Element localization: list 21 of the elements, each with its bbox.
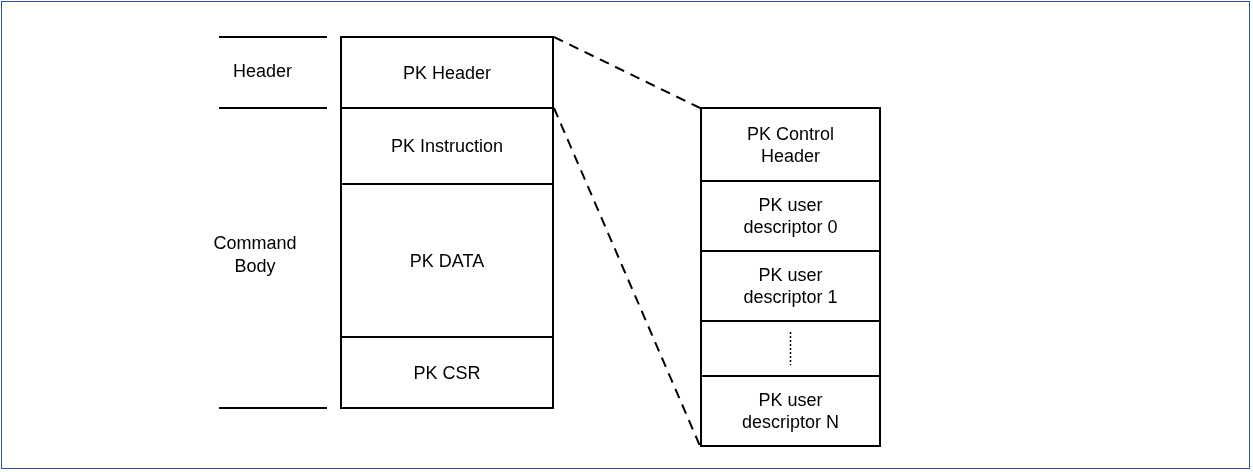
memory-field (700, 375, 881, 447)
memory-field (700, 180, 881, 252)
field-label: PK Header (402, 61, 492, 84)
field-label: PK CSR (413, 361, 481, 384)
field-label: PK user descriptor 1 (742, 264, 839, 308)
section-label: Command Body (212, 232, 298, 278)
memory-field (700, 107, 881, 182)
memory-field (340, 36, 554, 109)
memory-field (340, 183, 554, 338)
memory-field (700, 250, 881, 322)
blank-field-box (700, 320, 881, 377)
field-label: PK user descriptor 0 (742, 194, 839, 238)
zoom-line (553, 107, 701, 447)
zoom-line (553, 36, 701, 109)
memory-field (340, 107, 554, 185)
field-label: PK Control Header (745, 122, 835, 167)
section-label: Header (231, 60, 293, 83)
memory-field (340, 336, 554, 409)
field-label: PK user descriptor N (741, 389, 840, 433)
field-label: PK DATA (409, 249, 485, 272)
field-label: PK Instruction (390, 135, 504, 157)
